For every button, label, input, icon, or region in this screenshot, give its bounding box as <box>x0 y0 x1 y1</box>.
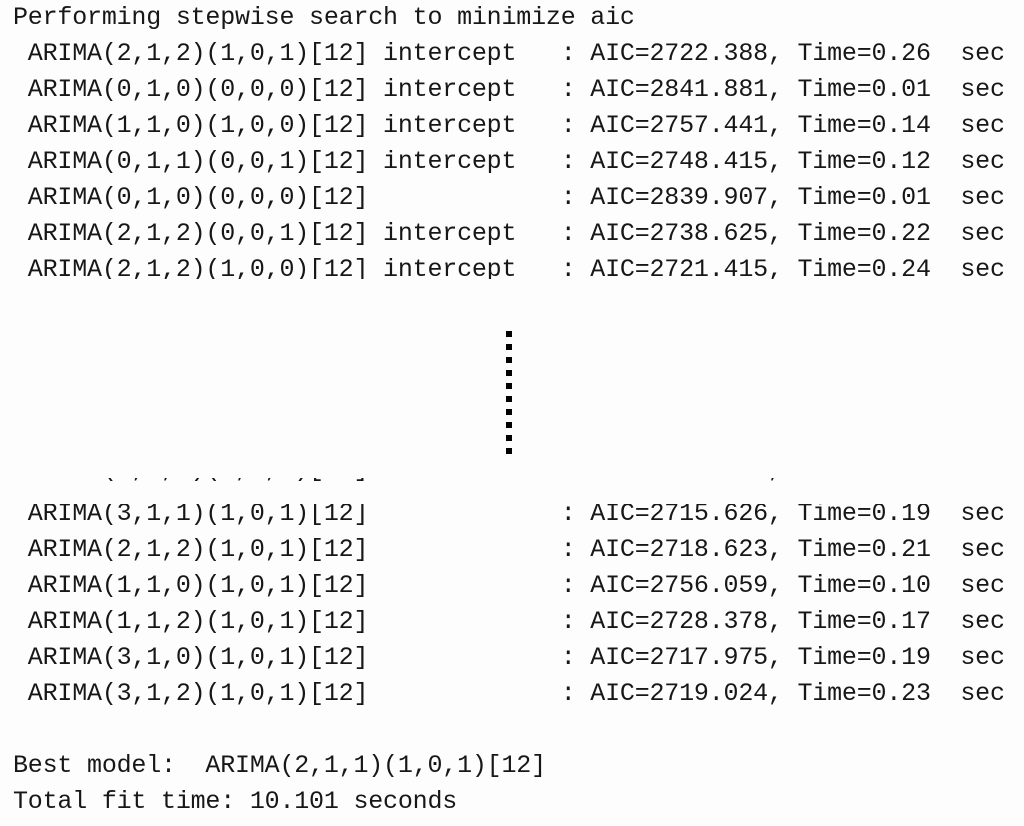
best-model-line: Best model: ARIMA(2,1,1)(1,0,1)[12] <box>13 751 546 780</box>
ellipsis-dot <box>506 344 512 350</box>
search-summary: Best model: ARIMA(2,1,1)(1,0,1)[12] Tota… <box>13 748 546 820</box>
ellipsis-dot <box>506 435 512 441</box>
arima-result-line: ARIMA(2,1,2)(0,0,1)[12] intercept : AIC=… <box>13 219 1005 248</box>
ellipsis-dot <box>506 409 512 415</box>
arima-result-line: ARIMA(0,1,0)(0,0,0)[12] : AIC=2839.907, … <box>13 183 1005 212</box>
arima-result-line: ARIMA(1,1,0)(1,0,0)[12] intercept : AIC=… <box>13 111 1005 140</box>
arima-result-line: ARIMA(0,1,1)(0,0,1)[12] intercept : AIC=… <box>13 147 1005 176</box>
arima-result-line: ARIMA(1,1,2)(1,0,1)[12] : AIC=2728.378, … <box>13 607 1005 636</box>
ellipsis-dot <box>506 331 512 337</box>
bottom-result-rows: ARIMA(3,1,1)(1,0,1)[12] : AIC=2715.626, … <box>13 478 1024 712</box>
ellipsis-dot <box>506 422 512 428</box>
stepwise-search-output-bottom: ARIMA(3,1,1)(1,0,1)[12] : AIC=2715.626, … <box>0 478 1024 716</box>
arima-result-line-clipped: ARIMA(3,1,1)(1,0,1)[12] : AIC=2715.626, … <box>13 499 1005 528</box>
total-fit-time-line: Total fit time: 10.101 seconds <box>13 787 458 816</box>
ellipsis-dot <box>506 383 512 389</box>
arima-result-line: ARIMA(0,1,0)(0,0,0)[12] intercept : AIC=… <box>13 75 1005 104</box>
arima-result-line-clipped: ARIMA(2,1,2)(1,0,0)[12] intercept : AIC=… <box>13 255 1005 279</box>
stepwise-search-output-top: Performing stepwise search to minimize a… <box>0 0 1024 279</box>
search-title: Performing stepwise search to minimize a… <box>13 3 635 32</box>
arima-result-line: ARIMA(2,1,2)(1,0,1)[12] : AIC=2718.623, … <box>13 535 1005 564</box>
ellipsis-dot <box>506 448 512 454</box>
ellipsis-dot <box>506 396 512 402</box>
arima-result-line: ARIMA(3,1,2)(1,0,1)[12] : AIC=2719.024, … <box>13 679 1005 708</box>
arima-result-line-fragment: ARIMA(3,1,1)(1,0,1)[12] : AIC=2715.626, … <box>13 478 1005 488</box>
ellipsis-dot <box>506 370 512 376</box>
arima-result-line: ARIMA(1,1,0)(1,0,1)[12] : AIC=2756.059, … <box>13 571 1005 600</box>
vertical-ellipsis-icon <box>506 331 512 454</box>
ellipsis-dot <box>506 357 512 363</box>
arima-result-line: ARIMA(2,1,2)(1,0,1)[12] intercept : AIC=… <box>13 39 1005 68</box>
arima-result-line: ARIMA(3,1,0)(1,0,1)[12] : AIC=2717.975, … <box>13 643 1005 672</box>
